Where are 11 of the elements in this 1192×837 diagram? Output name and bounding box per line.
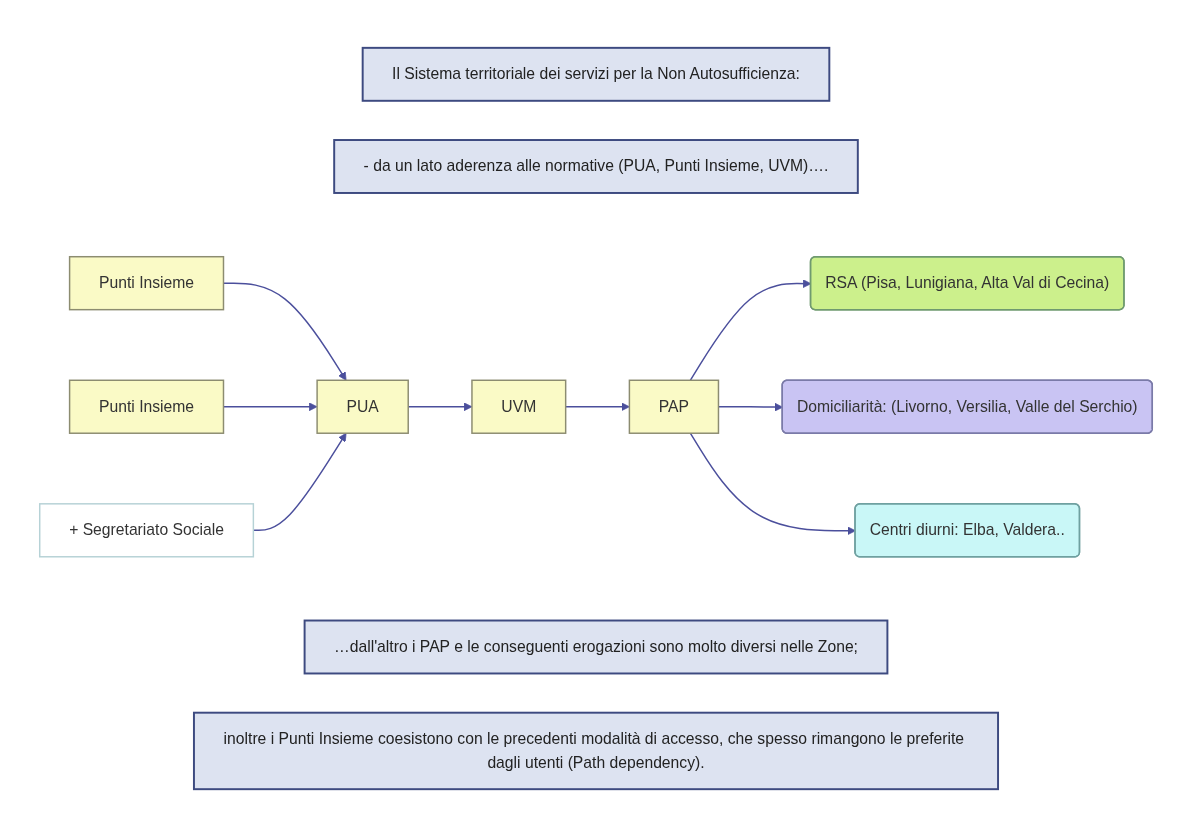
node-box: inoltre i Punti Insieme coesistono con le precedenti modalità di accesso, che spesso rimangono le preferite dagli utenti (Path dependency).	[192, 711, 1000, 791]
node-box: Punti Insieme	[68, 255, 225, 311]
node-box: - da un lato aderenza alle normative (PUA, Punti Insieme, UVM)….	[333, 139, 859, 194]
node-box: PAP	[628, 379, 720, 434]
node-box: PUA	[316, 379, 409, 434]
node-box: …dall'altro i PAP e le conseguenti erogazioni sono molto diversi nelle Zone;	[303, 619, 889, 675]
arrow	[689, 432, 856, 536]
node-box: Il Sistema territoriale dei servizi per la Non Autosufficienza:	[361, 46, 831, 102]
node-box: UVM	[471, 379, 567, 434]
node-box: Punti Insieme	[68, 379, 225, 434]
node-box: + Segretariato Sociale	[39, 503, 255, 558]
